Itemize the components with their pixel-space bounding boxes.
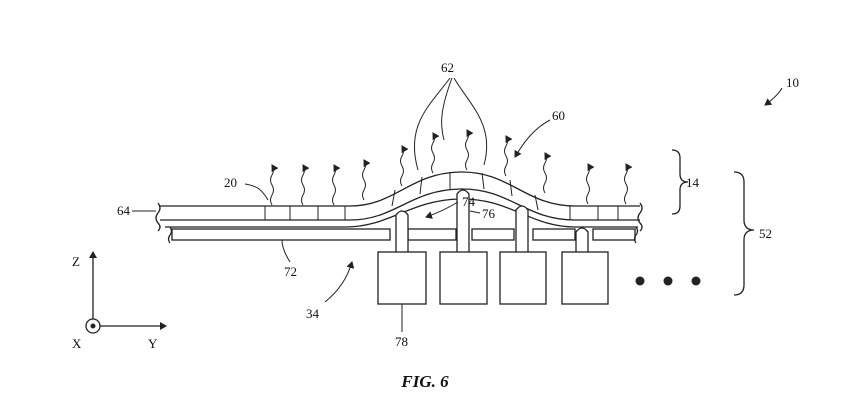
ellipsis-dots: [635, 276, 701, 286]
leader-lines: [132, 77, 783, 332]
label-post: 76: [482, 206, 496, 221]
label-actuator: 78: [395, 334, 408, 349]
label-emitters: 62: [441, 60, 454, 75]
label-gap: 74: [462, 194, 476, 209]
figure-caption: FIG. 6: [400, 372, 449, 391]
label-device: 10: [786, 75, 799, 90]
axis-label-y: Y: [148, 336, 158, 351]
label-group: 52: [759, 226, 772, 241]
substrate-bar: [167, 226, 639, 244]
label-bulge: 60: [552, 108, 565, 123]
axis-label-z: Z: [72, 254, 80, 269]
brackets: [671, 149, 755, 296]
axis-label-x: X: [72, 336, 82, 351]
axis-indicator: [85, 251, 167, 334]
posts: [395, 189, 589, 252]
label-substrate: 72: [284, 264, 297, 279]
label-light: 20: [224, 175, 237, 190]
actuator-boxes: [377, 251, 609, 305]
label-layer: 14: [686, 175, 700, 190]
label-module: 34: [306, 306, 320, 321]
light-rays: [270, 129, 633, 206]
label-film: 64: [117, 203, 131, 218]
